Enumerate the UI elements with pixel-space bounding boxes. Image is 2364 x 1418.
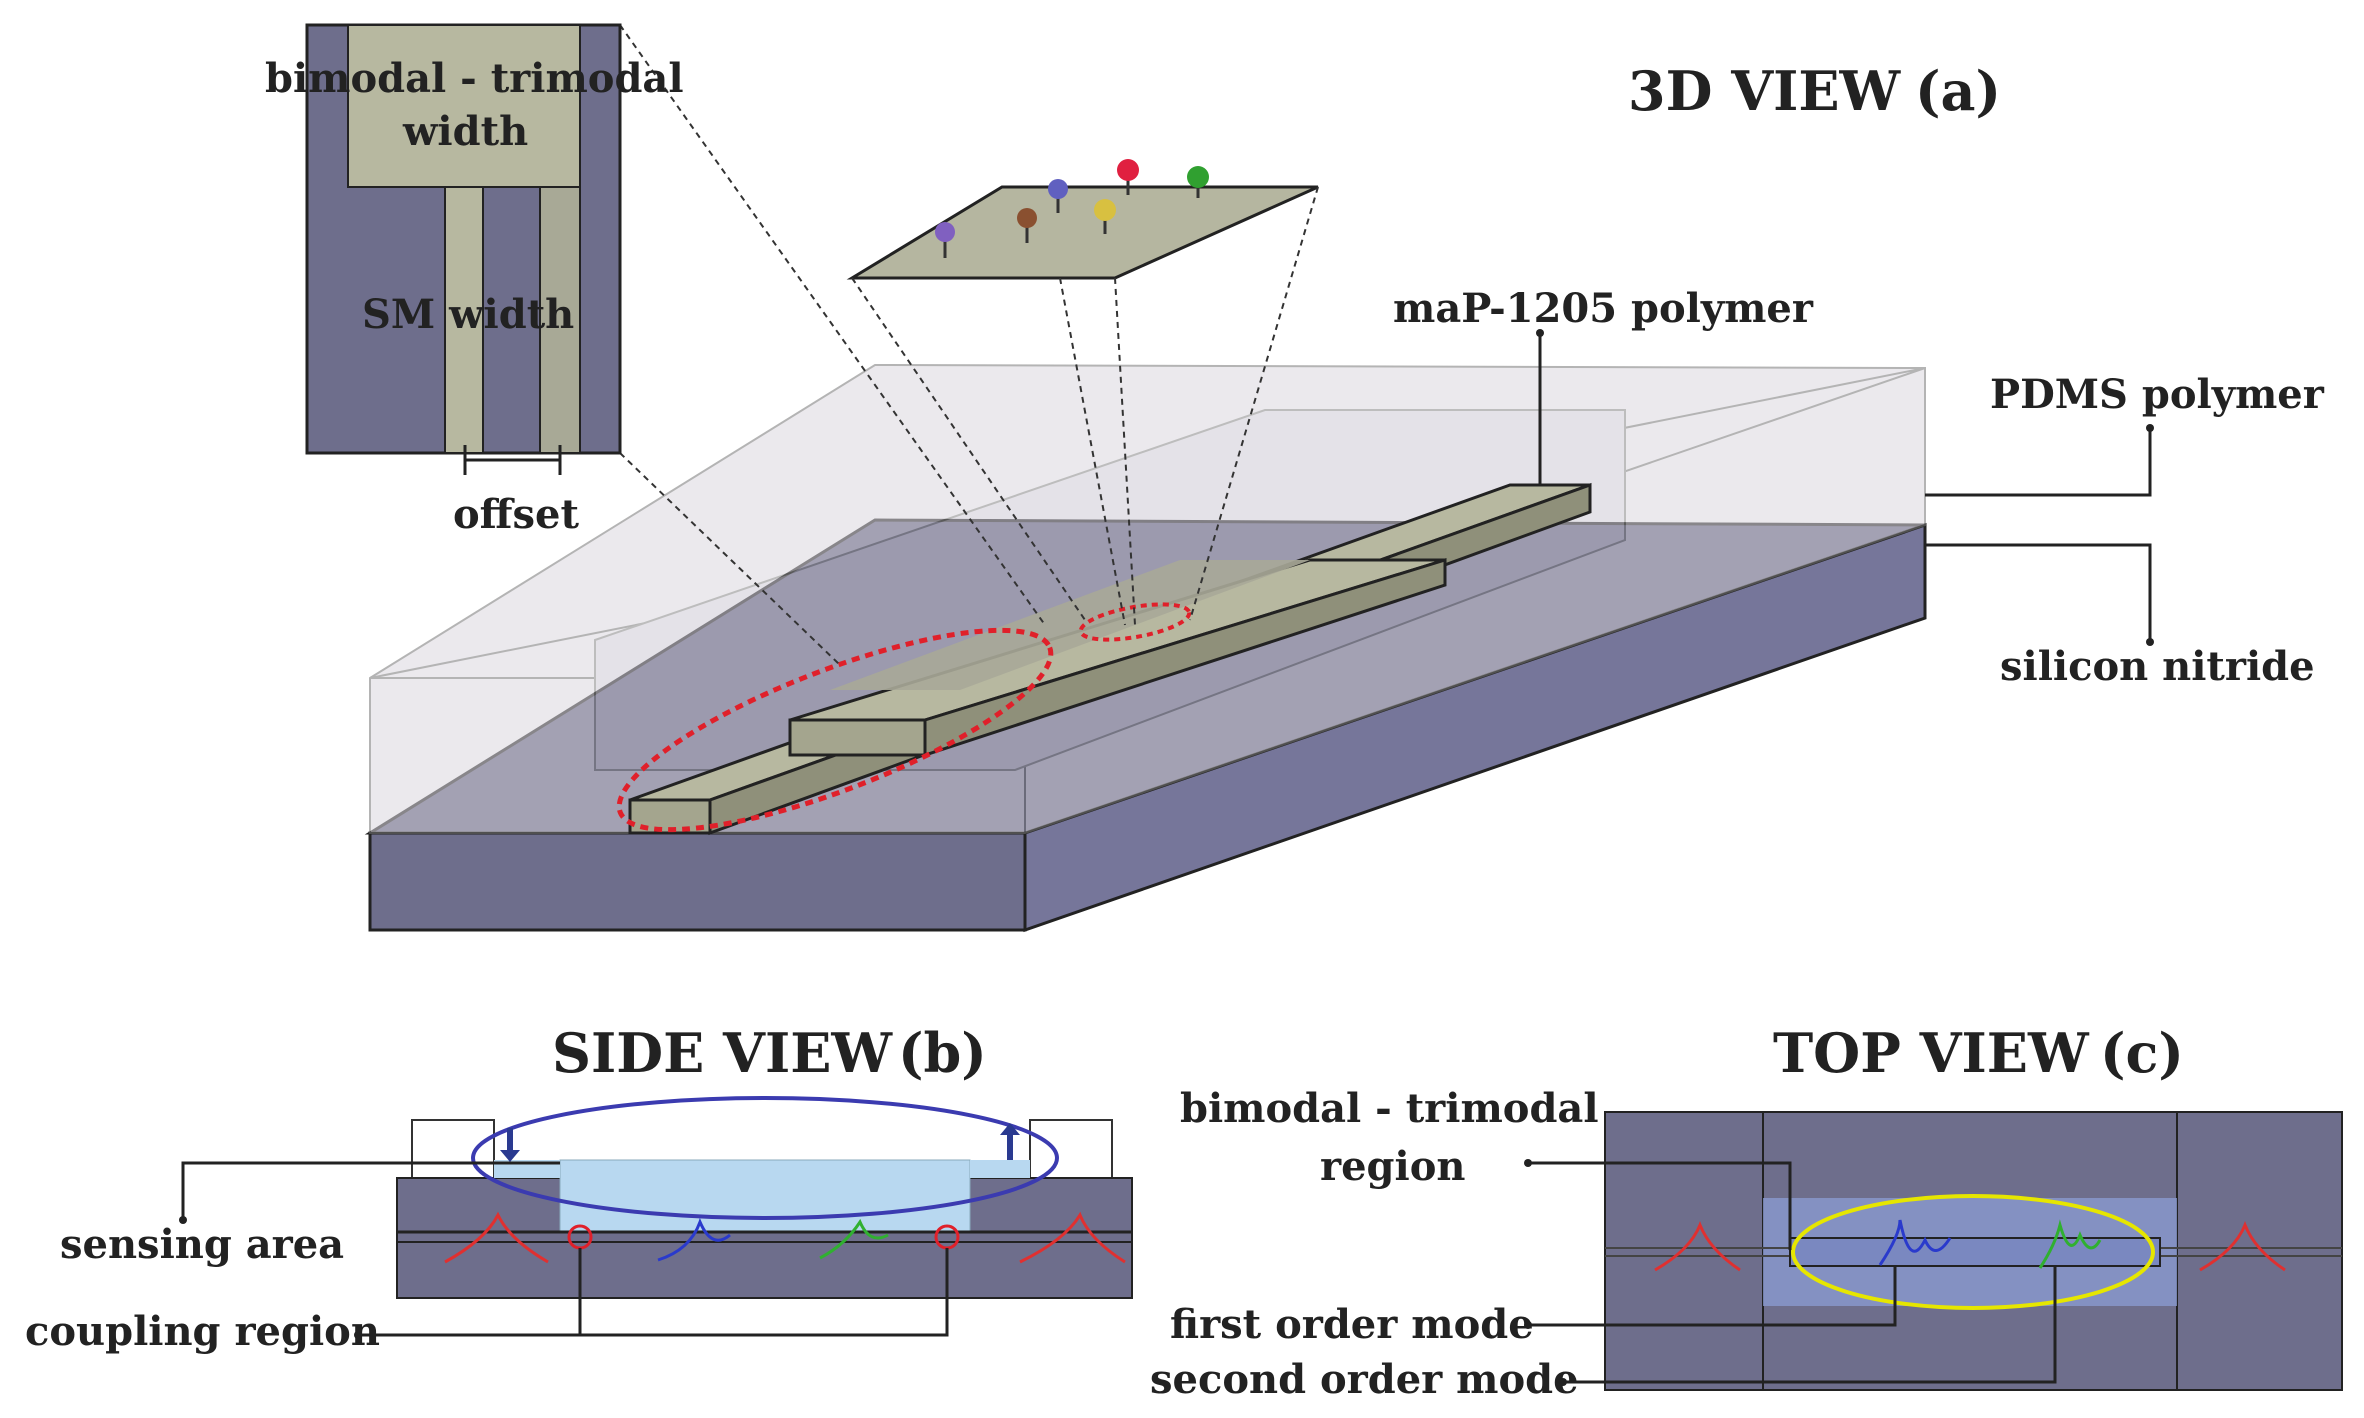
tag-3d-view: (a) (1915, 59, 2001, 123)
view-3d: 3D VIEW (a) (265, 23, 2325, 933)
label-sensing-area: sensing area (60, 1221, 344, 1268)
inset-label-width: width (402, 108, 528, 155)
sensing-region-ring-3d (1078, 602, 1192, 642)
inset-label-bimodal-trimodal: bimodal - trimodal (265, 55, 684, 102)
title-side-view: SIDE VIEW (552, 1021, 893, 1085)
callout-lines-side (181, 1161, 949, 1337)
view-top: TOP VIEW (c) bimodal - trimodal region f… (1150, 1021, 2343, 1403)
title-top-view: TOP VIEW (1773, 1021, 2090, 1085)
title-3d-view: 3D VIEW (1628, 59, 1902, 123)
projection-lines (619, 24, 1319, 666)
inset-zoom: bimodal - trimodal width SM width offset (265, 23, 684, 538)
label-coupling-region: coupling region (25, 1308, 380, 1355)
label-pdms-polymer: PDMS polymer (1990, 371, 2325, 418)
flow-arrow-icon (500, 1123, 1020, 1162)
view-side: SIDE VIEW (b) se (25, 1021, 1133, 1355)
inset-label-offset: offset (453, 491, 579, 538)
mode-arrows-top (1654, 1219, 2286, 1272)
label-bimodal-trimodal-region: bimodal - trimodal (1180, 1085, 1599, 1132)
bioreceptor-plate (846, 159, 1319, 280)
label-map-polymer: maP-1205 polymer (1393, 285, 1814, 332)
mode-arrows-side (444, 1211, 1126, 1264)
inset-label-sm-width: SM width (362, 291, 574, 338)
label-first-order-mode: first order mode (1170, 1301, 1534, 1348)
label-silicon-nitride: silicon nitride (2000, 643, 2315, 690)
tag-top-view: (c) (2100, 1021, 2184, 1085)
sensing-area-ring-side (471, 1096, 1059, 1220)
callout-lines-3d (1538, 335, 2152, 640)
callout-lines-top (1530, 1161, 2057, 1384)
tag-side-view: (b) (898, 1021, 987, 1085)
label-region: region (1320, 1143, 1465, 1190)
receptor-molecule-icon (935, 159, 1209, 258)
coupling-region-ring-3d (616, 627, 1054, 833)
label-second-order-mode: second order mode (1150, 1356, 1579, 1403)
bimodal-region-ring-top (1791, 1194, 2155, 1310)
